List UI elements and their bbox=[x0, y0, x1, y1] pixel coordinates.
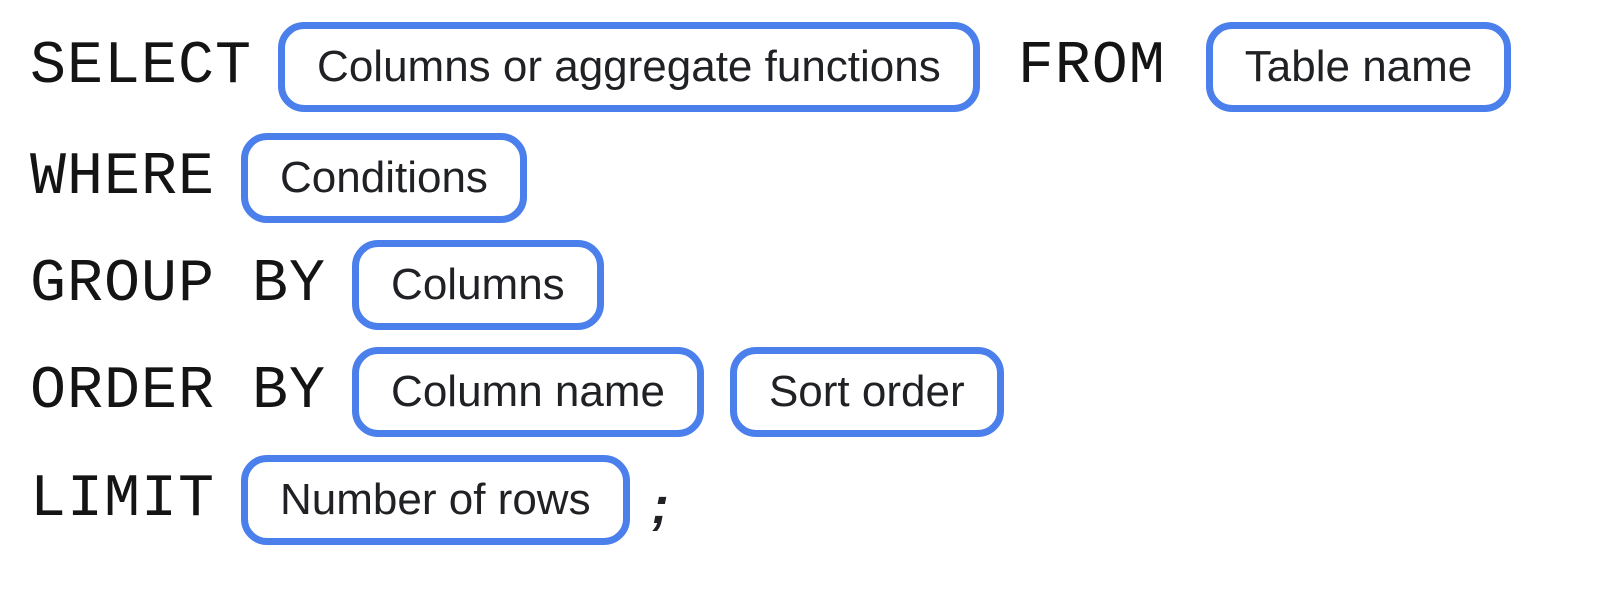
keyword-from: FROM bbox=[1017, 33, 1166, 101]
keyword-limit: LIMIT bbox=[30, 466, 216, 534]
placeholder-pill-sort-order: Sort order bbox=[729, 347, 1004, 437]
clause-row-order-by: ORDER BY Column name Sort order bbox=[30, 346, 1004, 438]
placeholder-pill-group-columns: Columns bbox=[352, 240, 604, 330]
placeholder-pill-table-name: Table name bbox=[1205, 22, 1512, 112]
placeholder-pill-number-of-rows: Number of rows bbox=[241, 455, 630, 545]
clause-row-where: WHERE Conditions bbox=[30, 132, 527, 224]
placeholder-pill-conditions: Conditions bbox=[241, 133, 527, 223]
statement-terminator-semicolon: ; bbox=[651, 477, 669, 535]
keyword-group-by: GROUP BY bbox=[30, 251, 327, 319]
clause-row-limit: LIMIT Number of rows ; bbox=[30, 454, 669, 546]
placeholder-pill-column-name: Column name bbox=[352, 347, 704, 437]
clause-row-select-from: SELECT Columns or aggregate functions FR… bbox=[30, 21, 1512, 113]
keyword-where: WHERE bbox=[30, 144, 216, 212]
keyword-select: SELECT bbox=[30, 33, 253, 101]
keyword-order-by: ORDER BY bbox=[30, 358, 327, 426]
clause-row-group-by: GROUP BY Columns bbox=[30, 239, 604, 331]
placeholder-pill-select-columns: Columns or aggregate functions bbox=[278, 22, 980, 112]
